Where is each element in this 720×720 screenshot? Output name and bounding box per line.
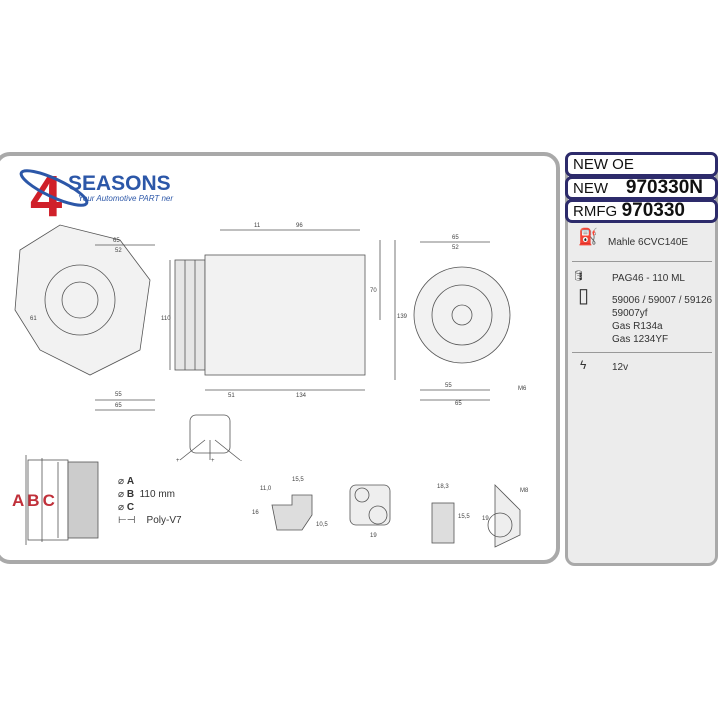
rmfg-label: RMFG bbox=[573, 202, 618, 220]
gas-ref: Gas 1234YF bbox=[612, 334, 669, 345]
pulley-label-a: A bbox=[12, 491, 28, 510]
dim-label: 70 bbox=[370, 288, 377, 294]
gas-ref: Gas R134a bbox=[612, 321, 663, 332]
port-details: 11,0 15,5 16 10,5 19 18,3 15,5 M8 19 bbox=[252, 477, 529, 548]
technical-drawings: 65 52 61 55 65 11 96 110 70 139 51 134 6… bbox=[14, 223, 529, 548]
compressor-front-view: 65 52 55 65 M6 bbox=[413, 235, 527, 407]
dim-label: 96 bbox=[296, 223, 303, 229]
divider bbox=[572, 352, 712, 353]
diameter-value: 110 mm bbox=[139, 489, 175, 500]
dim-label: 11,0 bbox=[260, 486, 272, 492]
dim-label: 19 bbox=[370, 533, 377, 539]
dim-label: M6 bbox=[518, 386, 527, 392]
new-label: NEW bbox=[573, 179, 608, 197]
oil-ref: 59006 / 59007 / 59126 bbox=[612, 295, 713, 306]
oil-can-icon: 🛢 bbox=[572, 271, 585, 282]
dim-label: M8 bbox=[520, 488, 529, 494]
dim-label: 52 bbox=[452, 245, 459, 251]
dim-label: 65 bbox=[455, 401, 462, 407]
pin-label: + bbox=[211, 458, 215, 464]
dim-label: 139 bbox=[397, 314, 408, 320]
diameter-icon: ⌀ bbox=[118, 489, 127, 500]
dim-label: 134 bbox=[296, 393, 307, 399]
logo-text: SEASONS bbox=[68, 172, 171, 195]
connector-diagram: + + - bbox=[176, 414, 242, 464]
pulley-legend: ⌀ A ⌀ B 110 mm ⌀ C ⊢⊣ Poly-V7 bbox=[118, 475, 182, 527]
rmfg-code: 970330 bbox=[621, 200, 685, 221]
compressor-model: Mahle 6CVC140E bbox=[608, 237, 689, 248]
legend-b: B bbox=[126, 489, 135, 500]
dim-label: 110 bbox=[161, 316, 171, 322]
brand-logo: 4 SEASONS Your Automotive PART ner bbox=[14, 164, 184, 229]
lightning-icon: ϟ bbox=[580, 358, 587, 372]
pulley-diagram bbox=[25, 455, 99, 545]
oil-bottle-icon: ▯ bbox=[578, 285, 590, 307]
compressor-left-view: 65 52 61 55 65 bbox=[14, 224, 155, 411]
compressor-icon: ⛽ bbox=[578, 229, 598, 246]
new-oe-label: NEW OE bbox=[573, 156, 634, 173]
dim-label: 51 bbox=[228, 393, 235, 399]
belt-type: Poly-V7 bbox=[146, 515, 182, 526]
pin-label: - bbox=[240, 458, 242, 464]
oil-ref: 59007yf bbox=[612, 308, 648, 319]
dim-label: 55 bbox=[115, 392, 122, 398]
dim-label: 55 bbox=[445, 383, 452, 389]
belt-icon: ⊢⊣ bbox=[118, 515, 136, 526]
diameter-icon: ⌀ bbox=[118, 502, 127, 513]
dim-label: 16 bbox=[252, 510, 259, 516]
dim-label: 11 bbox=[254, 223, 261, 229]
diameter-icon: ⌀ bbox=[118, 476, 127, 487]
dim-label: 15,5 bbox=[458, 514, 470, 520]
dim-label: 65 bbox=[115, 403, 122, 409]
dim-label: 52 bbox=[115, 248, 122, 254]
legend-c: C bbox=[126, 502, 135, 513]
legend-a: A bbox=[126, 476, 135, 487]
pulley-label-b: B bbox=[27, 491, 43, 510]
dim-label: 19 bbox=[482, 516, 489, 522]
pin-label: + bbox=[176, 458, 180, 464]
voltage: 12v bbox=[612, 362, 629, 373]
new-code: 970330N bbox=[625, 177, 703, 198]
dim-label: 10,5 bbox=[316, 522, 328, 528]
oil-refs: 59006 / 59007 / 59126 59007yf Gas R134a … bbox=[612, 294, 712, 346]
tagline: Your Automotive PART ner bbox=[78, 194, 173, 203]
dim-label: 65 bbox=[452, 235, 459, 241]
new-code-box: NEW 970330N bbox=[565, 176, 718, 200]
logo-graphic: 4 SEASONS Your Automotive PART ner bbox=[19, 164, 173, 229]
dim-label: 61 bbox=[30, 316, 37, 322]
dim-label: 15,5 bbox=[292, 477, 304, 483]
compressor-side-view: 11 96 110 70 139 51 134 bbox=[161, 223, 408, 399]
new-oe-box: NEW OE bbox=[565, 152, 718, 177]
dim-label: 65 bbox=[113, 238, 120, 244]
divider bbox=[572, 261, 712, 262]
oil-spec: PAG46 - 110 ML bbox=[612, 273, 685, 284]
pulley-label-c: C bbox=[42, 491, 58, 510]
dim-label: 18,3 bbox=[437, 484, 449, 490]
pulley-labels: ABC bbox=[12, 491, 58, 511]
